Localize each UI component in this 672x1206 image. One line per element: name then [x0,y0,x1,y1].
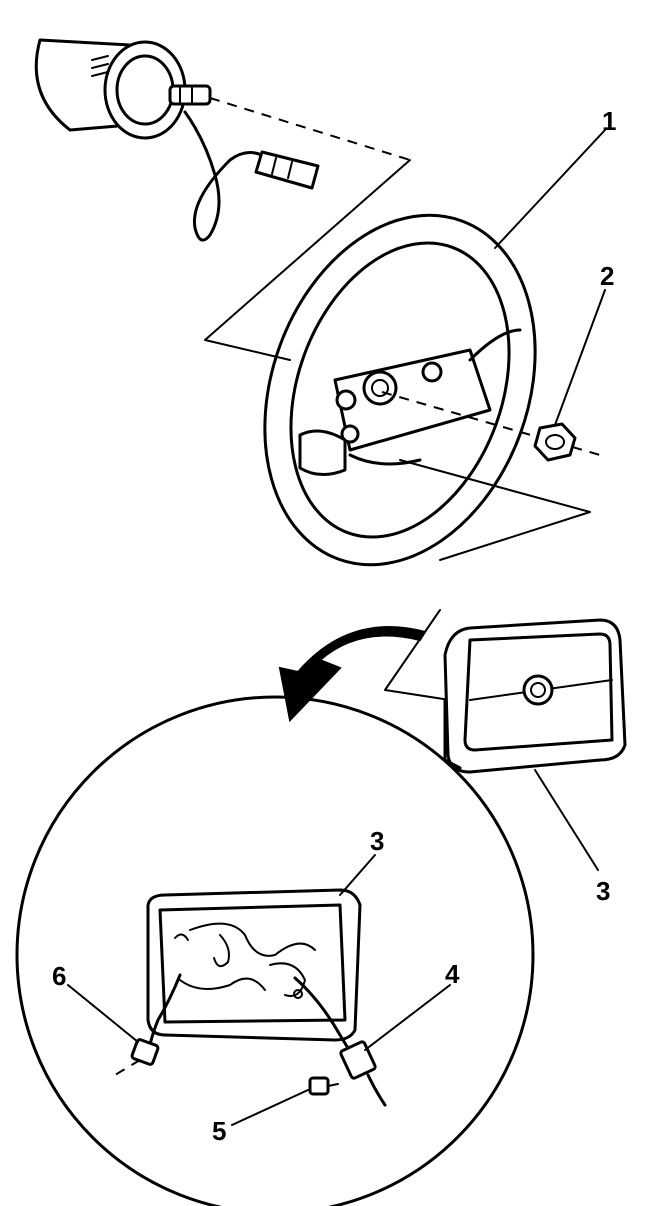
callout-5: 5 [212,1116,226,1146]
horn-pad-module [443,618,627,774]
nut-icon [533,422,577,462]
horn-pad-module-detail [146,888,362,1042]
callout-4: 4 [445,959,460,989]
detail-circle [15,695,535,1206]
steering-wheel-icon [263,213,537,567]
steering-column-icon [34,38,320,242]
terminal-5 [308,1076,339,1096]
callout-1: 1 [602,106,616,136]
callout-3-upper: 3 [596,876,610,906]
callout-2: 2 [600,261,614,291]
callout-3-detail: 3 [370,826,384,856]
curved-arrow-icon [278,626,427,723]
connector-plug-6 [130,1038,160,1066]
connector-4 [339,1040,377,1080]
callout-6: 6 [52,961,66,991]
